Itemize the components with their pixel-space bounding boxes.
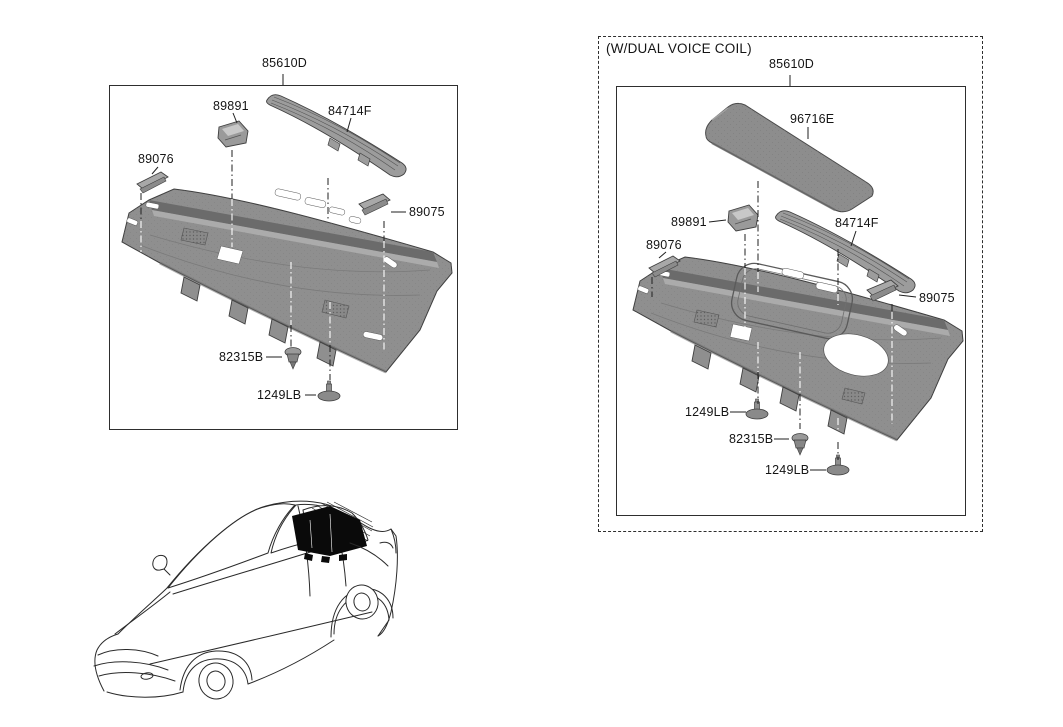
windshield (167, 503, 296, 589)
grille-strip-84714F-right (775, 210, 916, 294)
right-leader-lines (651, 75, 917, 471)
part-label-89075-left: 89075 (409, 205, 445, 219)
tray-clip-hole-right (729, 323, 753, 342)
clip-89891-graphic-left (217, 120, 249, 148)
side-trim-89075-graphic-right (866, 279, 899, 302)
part-label-89891-right: 89891 (671, 215, 707, 229)
rear-wheel (345, 584, 379, 620)
part-label-89075-right: 89075 (919, 291, 955, 305)
part-label-1249LB-right-b: 1249LB (765, 463, 810, 477)
part-label-84714F-right: 84714F (835, 216, 879, 230)
right-panel-artwork (631, 75, 965, 476)
part-label-89076-left: 89076 (138, 152, 174, 166)
part-label-82315B-right: 82315B (729, 432, 774, 446)
dual-voice-coil-variant-box (598, 36, 983, 532)
speaker-grille-96716E-graphic (705, 102, 874, 213)
fastener-82315B-graphic-right (791, 433, 809, 456)
fastener-82315B-graphic-left (284, 347, 302, 370)
part-label-96716E: 96716E (790, 112, 835, 126)
variant-title: (W/DUAL VOICE COIL) (606, 41, 752, 56)
tray-vent-slots-left (274, 188, 398, 341)
tray-speaker-mesh-b (321, 299, 350, 319)
clip-89891-graphic-right (727, 204, 759, 232)
vehicle-location-illustration (93, 500, 398, 700)
left-leader-lines (140, 74, 406, 396)
standard-assembly-box (109, 85, 458, 430)
front-wheel (198, 662, 234, 700)
package-tray-highlight-tabs (304, 553, 347, 563)
side-trim-89076-graphic-right (648, 255, 681, 278)
brand-logo (140, 672, 154, 680)
part-label-84714F-left: 84714F (328, 104, 372, 118)
part-label-85610D-left: 85610D (262, 56, 307, 70)
tray-highlight-detail (309, 513, 333, 553)
part-label-1249LB-right-a: 1249LB (685, 405, 730, 419)
dual-voice-coil-assembly-box (616, 86, 966, 516)
tray-clip-hole-left (216, 245, 244, 265)
part-label-85610D-right: 85610D (769, 57, 814, 71)
side-trim-89075-graphic-left (358, 193, 391, 216)
grille-strip-84714F-left (266, 94, 407, 178)
part-label-89076-right: 89076 (646, 238, 682, 252)
part-label-82315B-left: 82315B (219, 350, 264, 364)
tray-vent-slots-right (781, 267, 908, 337)
tray-speaker-mesh-a (180, 227, 209, 246)
part-label-1249LB-left: 1249LB (257, 388, 302, 402)
fastener-1249LB-graphic-right-a (745, 398, 769, 420)
side-trim-89076-graphic-left (136, 171, 169, 194)
tray-speaker-mesh-c (693, 309, 720, 328)
tray-speaker-mesh-d (841, 387, 866, 405)
package-tray-highlight (292, 506, 367, 556)
subwoofer-opening (823, 333, 889, 377)
part-label-89891-left: 89891 (213, 99, 249, 113)
left-panel-artwork (120, 74, 454, 402)
fastener-1249LB-graphic-left (317, 380, 341, 402)
door-mirror (152, 554, 168, 571)
